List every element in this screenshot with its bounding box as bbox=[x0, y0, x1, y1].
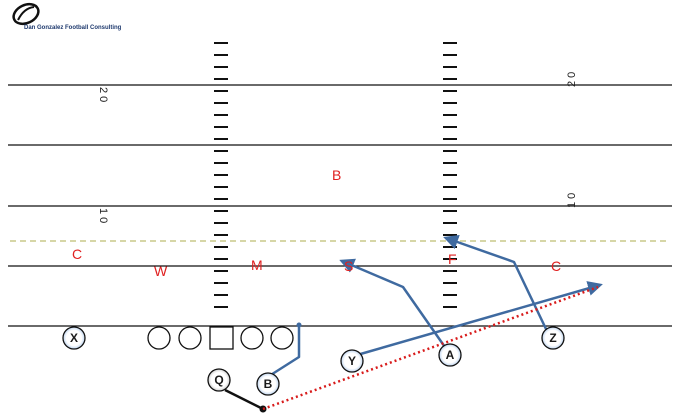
route-a-post bbox=[339, 258, 449, 351]
player-q: Q bbox=[207, 368, 231, 392]
yard-lines bbox=[8, 84, 672, 327]
offensive-line bbox=[147, 326, 294, 350]
football-logo-icon bbox=[12, 2, 40, 26]
right-tackle bbox=[270, 326, 294, 350]
defender-b: B bbox=[332, 167, 341, 183]
route-y-crosser bbox=[356, 281, 603, 357]
yard-number-10-right: 1 0 bbox=[566, 193, 578, 208]
defense: B C W M S F C bbox=[72, 167, 561, 279]
player-b: B bbox=[256, 372, 280, 396]
player-a: A bbox=[438, 343, 462, 367]
player-y-label: Y bbox=[348, 354, 356, 368]
offense: X Y A Z Q B bbox=[62, 326, 565, 396]
center bbox=[209, 326, 234, 350]
left-guard bbox=[178, 326, 202, 350]
route-b-endpoint bbox=[296, 322, 302, 328]
logo: Dan Gonzalez Football Consulting bbox=[12, 2, 122, 31]
yard-number-20-left: 2 0 bbox=[97, 87, 109, 102]
hash-marks-left bbox=[214, 42, 228, 308]
defender-m: M bbox=[251, 257, 263, 273]
defender-c-right: C bbox=[551, 258, 561, 274]
defender-c-left: C bbox=[72, 246, 82, 262]
player-a-label: A bbox=[446, 348, 455, 362]
player-y: Y bbox=[340, 349, 364, 373]
qb-dropback-line bbox=[224, 388, 264, 411]
route-z-post bbox=[443, 234, 548, 330]
yard-number-10-left: 1 0 bbox=[97, 208, 109, 223]
player-b-label: B bbox=[264, 377, 273, 391]
hash-marks-right bbox=[443, 42, 457, 308]
player-z: Z bbox=[541, 326, 565, 350]
defender-w: W bbox=[154, 263, 168, 279]
defender-s: S bbox=[344, 258, 353, 274]
routes bbox=[265, 234, 603, 380]
player-x: X bbox=[62, 326, 86, 350]
player-x-label: X bbox=[70, 331, 78, 345]
route-b-swing bbox=[265, 325, 301, 380]
defender-f: F bbox=[448, 251, 457, 267]
yard-number-20-right: 2 0 bbox=[566, 72, 578, 87]
player-q-label: Q bbox=[214, 373, 223, 387]
right-guard bbox=[240, 326, 264, 350]
left-tackle bbox=[147, 326, 171, 350]
player-z-label: Z bbox=[549, 331, 556, 345]
logo-text: Dan Gonzalez Football Consulting bbox=[24, 25, 122, 31]
